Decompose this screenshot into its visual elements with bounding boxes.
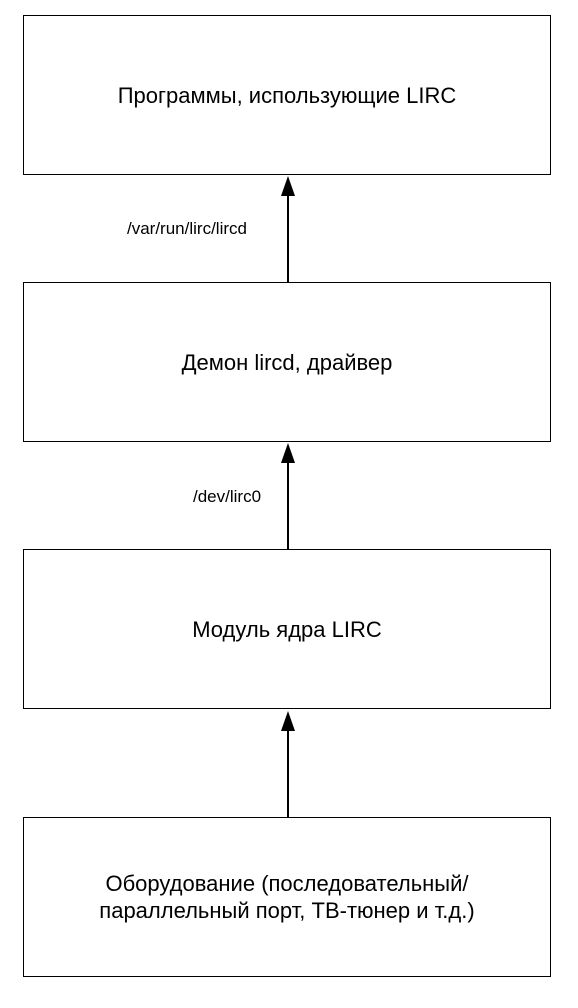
- edge-kernel-to-daemon: [281, 443, 295, 549]
- edge-daemon-to-programs: [281, 176, 295, 282]
- node-label-programs: Программы, использующие LIRC: [117, 82, 457, 108]
- edge-label-dev-lirc0: /dev/lirc0: [193, 487, 262, 506]
- arrowhead-icon: [281, 443, 295, 463]
- node-programs-using-lirc: Программы, использующие LIRC: [23, 15, 551, 175]
- edge-hardware-to-kernel: [281, 711, 295, 817]
- arrowhead-icon: [281, 711, 295, 731]
- node-lircd-daemon: Демон lircd, драйвер: [23, 282, 551, 442]
- node-hardware: Оборудование (последовательный/ параллел…: [23, 817, 551, 977]
- arrowhead-icon: [281, 176, 295, 196]
- node-label-daemon: Демон lircd, драйвер: [181, 349, 393, 375]
- node-label-kernel: Модуль ядра LIRC: [192, 616, 382, 642]
- node-kernel-module: Модуль ядра LIRC: [23, 549, 551, 709]
- node-label-hardware: Оборудование (последовательный/ параллел…: [99, 871, 475, 923]
- edge-label-var-run-lirc-lircd: /var/run/lirc/lircd: [127, 219, 247, 238]
